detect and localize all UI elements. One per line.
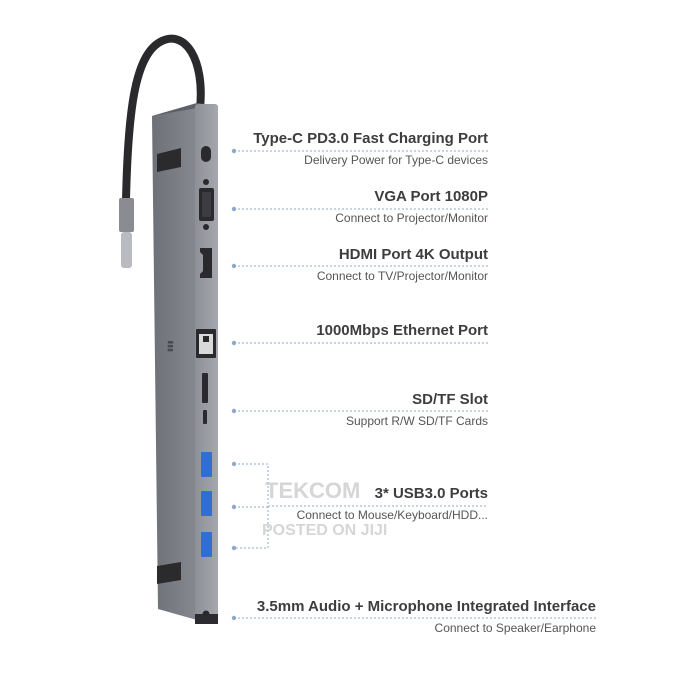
label-audio-port: 3.5mm Audio + Microphone Integrated Inte… — [257, 598, 596, 636]
label-title: 1000Mbps Ethernet Port — [316, 322, 488, 339]
label-subtitle: Support R/W SD/TF Cards — [345, 414, 488, 428]
label-title: SD/TF Slot — [412, 391, 488, 408]
label-ethernet-port: 1000Mbps Ethernet Port — [316, 322, 488, 340]
leader-dots — [231, 148, 237, 621]
label-usb-ports: 3* USB3.0 Ports Connect to Mouse/Keyboar… — [297, 485, 488, 523]
vga-screw-top — [203, 179, 209, 185]
rubber-foot-bottom — [157, 562, 181, 584]
hub-logo-mark: ▮▮▮ — [167, 340, 174, 352]
hub-side-face — [152, 103, 204, 622]
usb-port-3 — [201, 532, 212, 557]
hub-bottom-edge — [195, 614, 218, 624]
leader-lines — [234, 150, 596, 619]
hdmi-port — [200, 248, 212, 278]
vga-screw-bottom — [203, 224, 209, 230]
type-c-port — [201, 146, 211, 162]
label-subtitle: Connect to TV/Projector/Monitor — [316, 269, 488, 283]
label-subtitle: Delivery Power for Type-C devices — [304, 153, 488, 167]
label-sd-tf-slot: SD/TF Slot Support R/W SD/TF Cards — [346, 391, 488, 429]
label-title: Type-C PD3.0 Fast Charging Port — [253, 130, 488, 147]
rubber-foot-top — [157, 148, 181, 172]
usb-c-plug-housing — [119, 198, 134, 232]
label-title: VGA Port 1080P — [374, 188, 488, 205]
watermark-line-1: TEKCOM — [265, 478, 361, 503]
label-hdmi-port: HDMI Port 4K Output Connect to TV/Projec… — [317, 246, 488, 284]
tf-card-slot — [203, 410, 207, 424]
watermark-line-2: POSTED ON JIJI — [262, 522, 388, 539]
usb-port-2 — [201, 491, 212, 516]
sd-card-slot — [202, 373, 208, 403]
label-type-c-port: Type-C PD3.0 Fast Charging Port Delivery… — [253, 130, 488, 168]
hub-front-face — [195, 104, 218, 624]
label-title: 3* USB3.0 Ports — [374, 485, 488, 502]
label-title: 3.5mm Audio + Microphone Integrated Inte… — [256, 598, 596, 615]
label-title: HDMI Port 4K Output — [338, 246, 488, 263]
usb-c-cable — [122, 34, 205, 204]
label-subtitle: Connect to Mouse/Keyboard/HDD... — [296, 508, 488, 522]
label-subtitle: Connect to Projector/Monitor — [335, 211, 488, 225]
label-subtitle: Connect to Speaker/Earphone — [434, 621, 596, 635]
usb-port-1 — [201, 452, 212, 477]
audio-jack — [202, 610, 210, 618]
label-vga-port: VGA Port 1080P Connect to Projector/Moni… — [335, 188, 488, 226]
usb-c-plug-tip — [121, 232, 132, 268]
